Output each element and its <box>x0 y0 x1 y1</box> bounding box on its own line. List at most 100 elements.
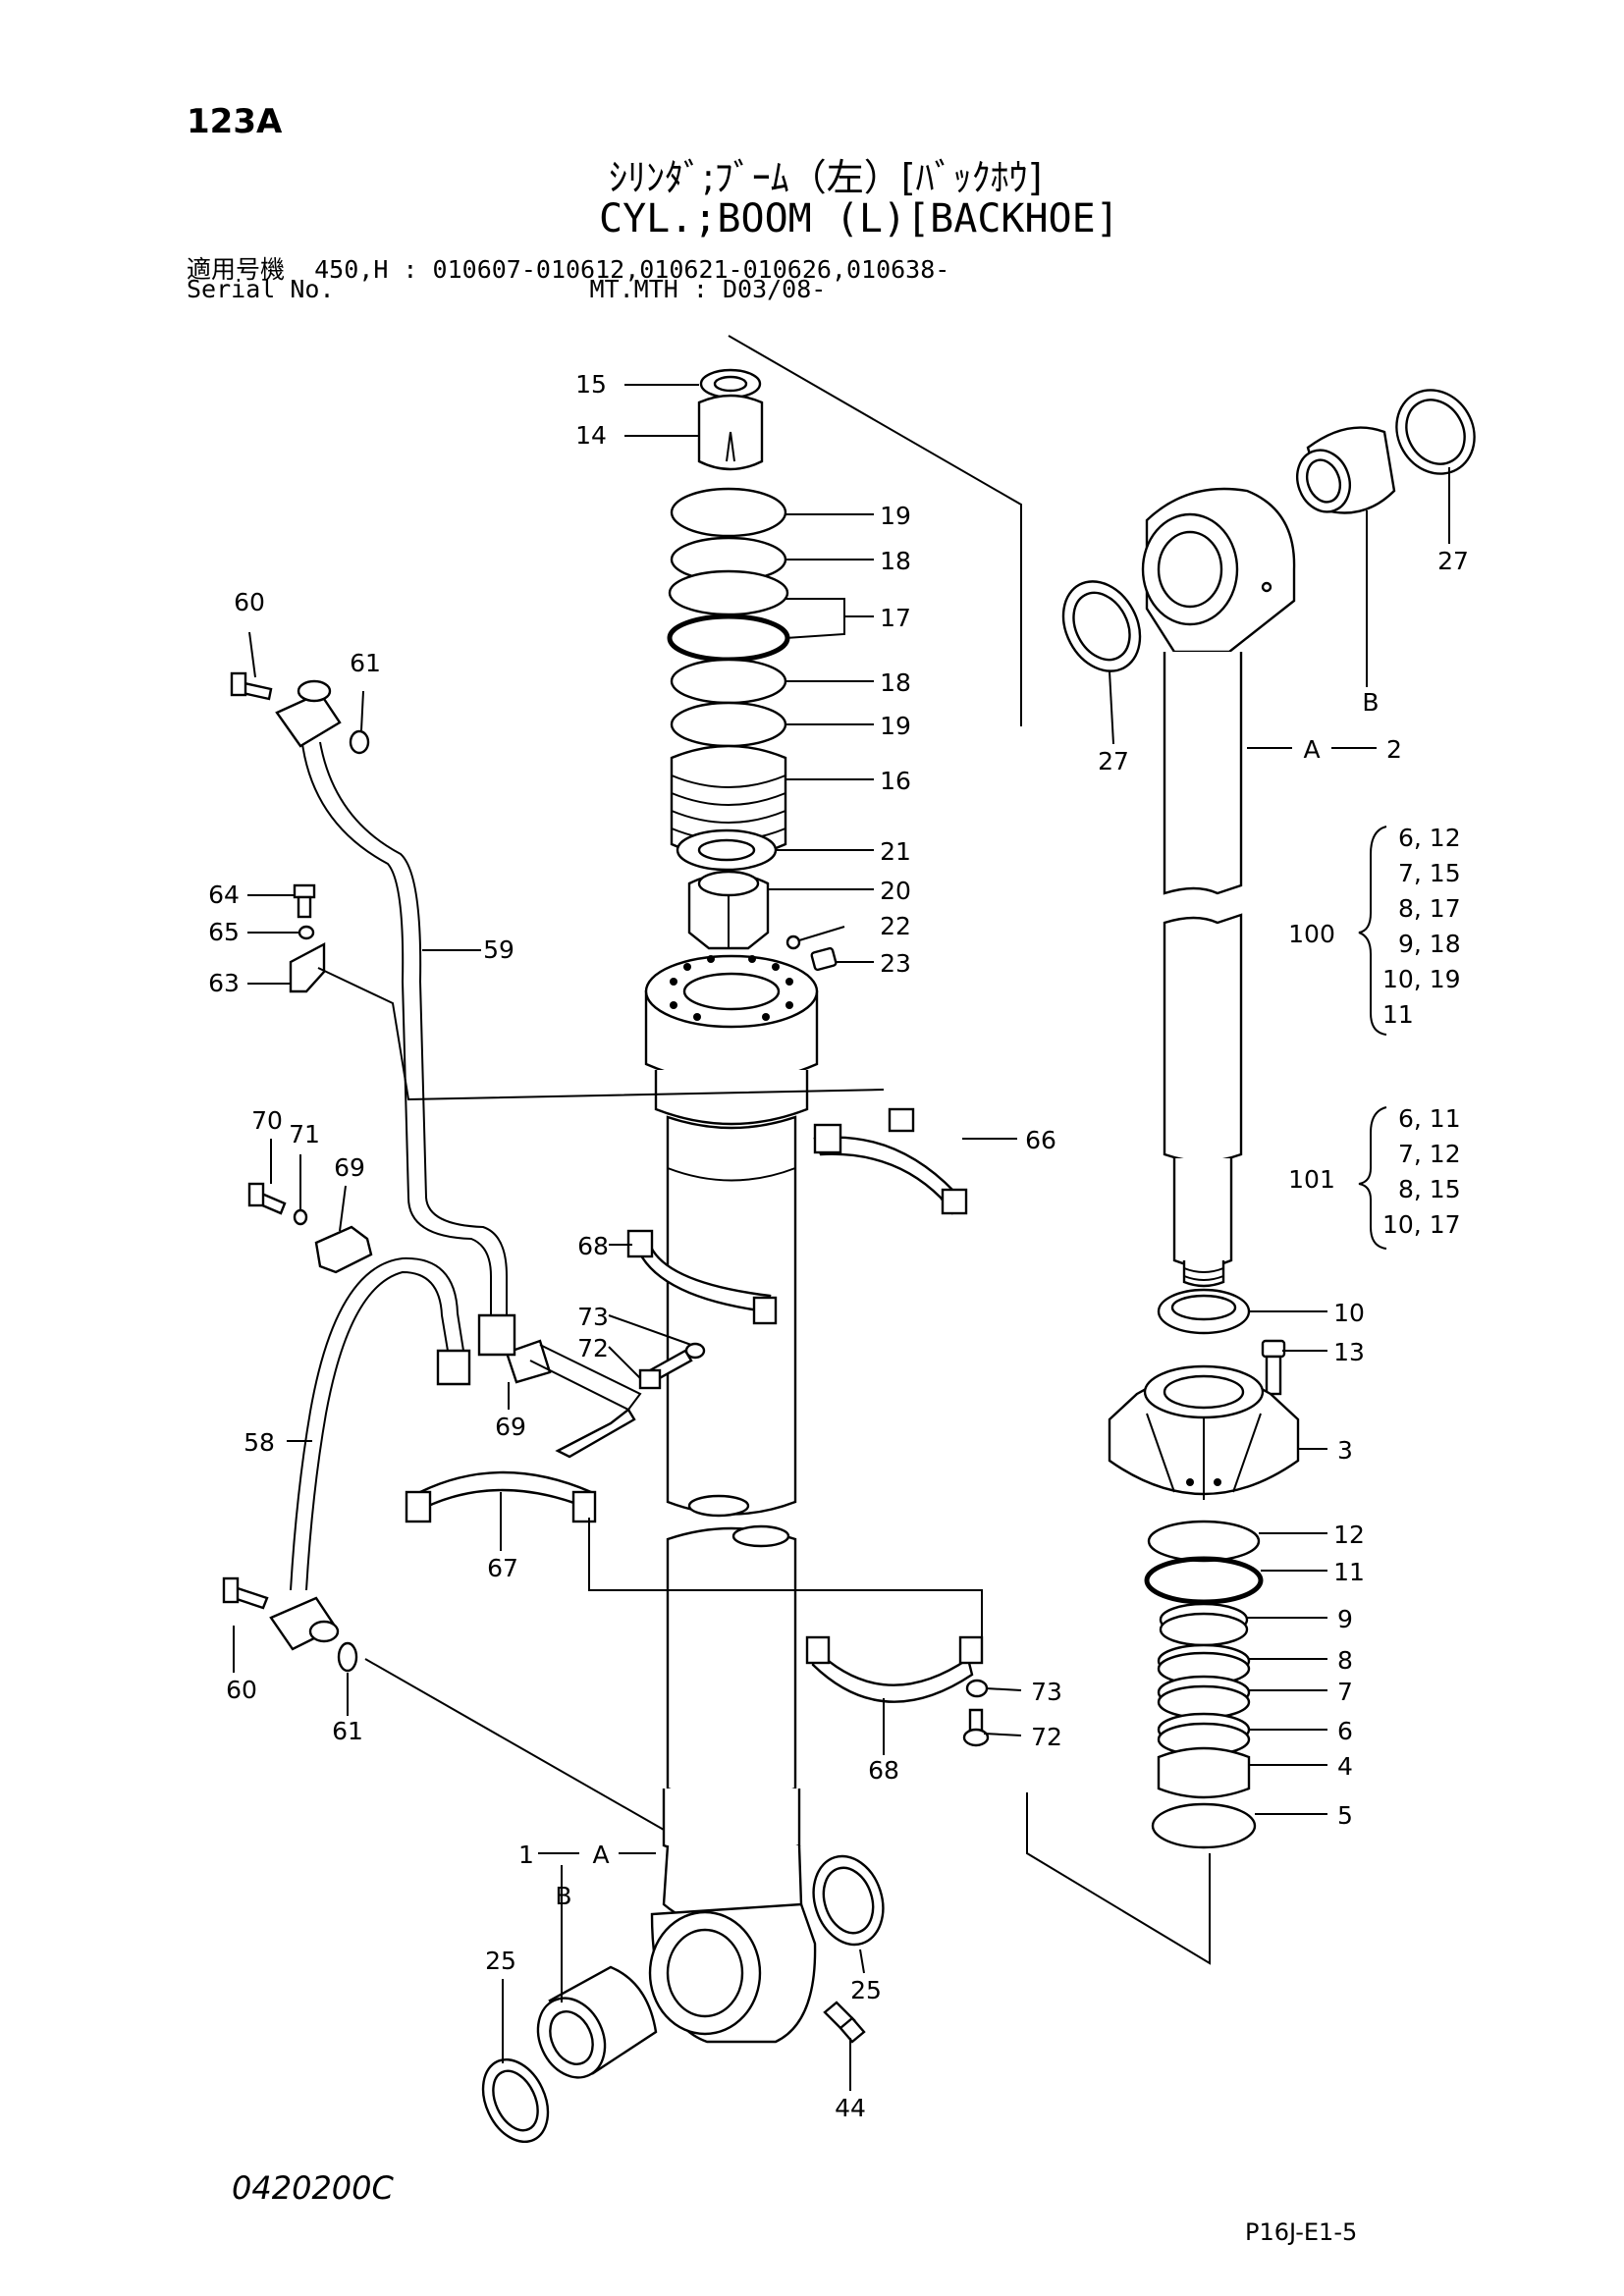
callout-27-left: 27 <box>1098 747 1129 775</box>
bushing-part-4 <box>1157 1746 1251 1799</box>
seal-part-17-upper <box>668 569 789 616</box>
callout-4: 4 <box>1337 1752 1353 1781</box>
callout-13: 13 <box>1333 1338 1365 1366</box>
callout-17: 17 <box>880 604 911 632</box>
o-ring-part-11 <box>1144 1556 1264 1605</box>
callout-60-top: 60 <box>234 588 265 616</box>
snap-ring-part-5 <box>1151 1802 1257 1849</box>
callout-1: 1 <box>518 1841 534 1869</box>
dust-seal-part-15 <box>699 368 762 400</box>
packing-part-7 <box>1157 1675 1251 1720</box>
callout-20: 20 <box>880 877 911 905</box>
callout-B-rod: B <box>1362 688 1379 717</box>
rod-eye-part-2 <box>1141 487 1296 654</box>
applicable-models-row: 適用号機 450,H : 010607-010612,010621-010626… <box>187 250 949 286</box>
callout-58: 58 <box>244 1428 275 1457</box>
ring-part-21 <box>676 828 778 872</box>
seal-ring-part-25-left <box>481 2057 550 2144</box>
bracket-part-69-left <box>314 1225 373 1274</box>
bolt-part-64 <box>293 883 316 919</box>
bolt-part-70 <box>247 1182 287 1215</box>
band-clamp-part-68-lower <box>805 1635 984 1703</box>
page-number: 123A <box>187 102 283 141</box>
callout-22: 22 <box>880 912 911 940</box>
callout-72-upper: 72 <box>577 1334 609 1362</box>
callout-15: 15 <box>575 370 607 399</box>
callout-61-bottom: 61 <box>332 1717 363 1745</box>
callout-5: 5 <box>1337 1801 1353 1830</box>
callout-67: 67 <box>487 1554 518 1582</box>
bolt-part-72-lower <box>962 1708 990 1747</box>
bolt-part-60-bottom <box>222 1576 269 1610</box>
backup-ring-part-19-top <box>670 487 787 538</box>
callout-18-bottom: 18 <box>880 668 911 697</box>
callout-71: 71 <box>289 1120 320 1148</box>
bolt-part-13 <box>1261 1339 1286 1396</box>
washer-part-65 <box>298 925 315 940</box>
kit-101: 101 6, 11 7, 12 8, 15 10, 17 <box>1288 1104 1461 1250</box>
band-clamp-part-68-upper <box>626 1229 778 1325</box>
title-japanese: ｼﾘﾝﾀﾞ;ﾌﾞｰﾑ（左）[ﾊﾞｯｸﾎｳ] <box>609 156 1043 199</box>
piston-rod <box>1163 652 1243 1288</box>
callout-69-left: 69 <box>334 1153 365 1182</box>
bolt-part-72-upper <box>638 1349 693 1390</box>
nut-part-20 <box>687 870 770 950</box>
callout-59: 59 <box>483 935 514 964</box>
packing-part-6 <box>1157 1712 1251 1757</box>
bushing-part-25-right-ring <box>812 1854 885 1947</box>
set-screw-part-23 <box>810 946 838 972</box>
applicable-label: 適用号機 <box>187 255 286 284</box>
callout-25-right: 25 <box>850 1976 882 2004</box>
callout-25-left: 25 <box>485 1947 516 1975</box>
kit-101-row-3: 8, 15 <box>1398 1175 1461 1203</box>
callout-14: 14 <box>575 421 607 450</box>
seal-part-17-lower <box>667 614 790 663</box>
bushing-part-25-left <box>536 1965 658 2079</box>
bracket-part-69-center <box>505 1339 642 1459</box>
callout-21: 21 <box>880 837 911 866</box>
callout-10: 10 <box>1333 1299 1365 1327</box>
band-clamp-part-67 <box>405 1470 597 1523</box>
bushing-part-27-right <box>1296 426 1396 514</box>
model-serials: 450,H : 010607-010612,010621-010626,0106… <box>314 255 950 284</box>
flange-part-60-top <box>275 679 342 748</box>
leader-lines <box>233 384 1450 2091</box>
kit-100-row-3: 8, 17 <box>1398 894 1461 923</box>
callout-66: 66 <box>1025 1126 1056 1154</box>
callout-18-top: 18 <box>880 547 911 575</box>
callout-23: 23 <box>880 949 911 978</box>
kit-100-row-6: 11 <box>1382 1000 1414 1029</box>
flange-part-60-bottom <box>269 1596 340 1651</box>
callout-9: 9 <box>1337 1605 1353 1633</box>
page-reference: P16J-E1-5 <box>1245 2218 1358 2246</box>
cylinder-head-flange <box>644 954 819 1085</box>
callout-69-center: 69 <box>495 1413 526 1441</box>
callout-2: 2 <box>1386 735 1402 764</box>
callout-70: 70 <box>251 1106 283 1135</box>
washer-part-71 <box>293 1208 308 1226</box>
seal-ring-part-27-right <box>1395 389 1476 475</box>
cylinder-tube-lower <box>648 1524 817 2044</box>
callout-64: 64 <box>208 881 240 909</box>
o-ring-part-61-top <box>349 729 370 755</box>
kit-100-number: 100 <box>1288 920 1335 948</box>
pipe-part-58 <box>290 1256 471 1591</box>
callout-B-tube: B <box>555 1882 571 1910</box>
packing-part-9 <box>1159 1602 1249 1647</box>
assembly-relation-lines <box>317 335 1211 1965</box>
callout-12: 12 <box>1333 1521 1365 1549</box>
callout-63: 63 <box>208 969 240 997</box>
drawing-code: 0420200C <box>232 2169 394 2207</box>
pipe-part-59 <box>301 741 516 1357</box>
kit-101-number: 101 <box>1288 1165 1335 1194</box>
kit-100-row-5: 10, 19 <box>1382 965 1461 993</box>
steel-ball-part-22 <box>785 934 801 950</box>
callout-61-top: 61 <box>350 649 381 677</box>
washer-part-73-lower <box>965 1679 989 1698</box>
serial-row: Serial No.MT.MTH : D03/08- <box>187 275 826 303</box>
callout-6: 6 <box>1337 1717 1353 1745</box>
callout-44: 44 <box>835 2094 866 2122</box>
clip-part-63 <box>289 942 326 993</box>
callout-labels: 15 14 19 18 17 18 19 16 21 20 22 23 60 6… <box>208 370 1469 2122</box>
